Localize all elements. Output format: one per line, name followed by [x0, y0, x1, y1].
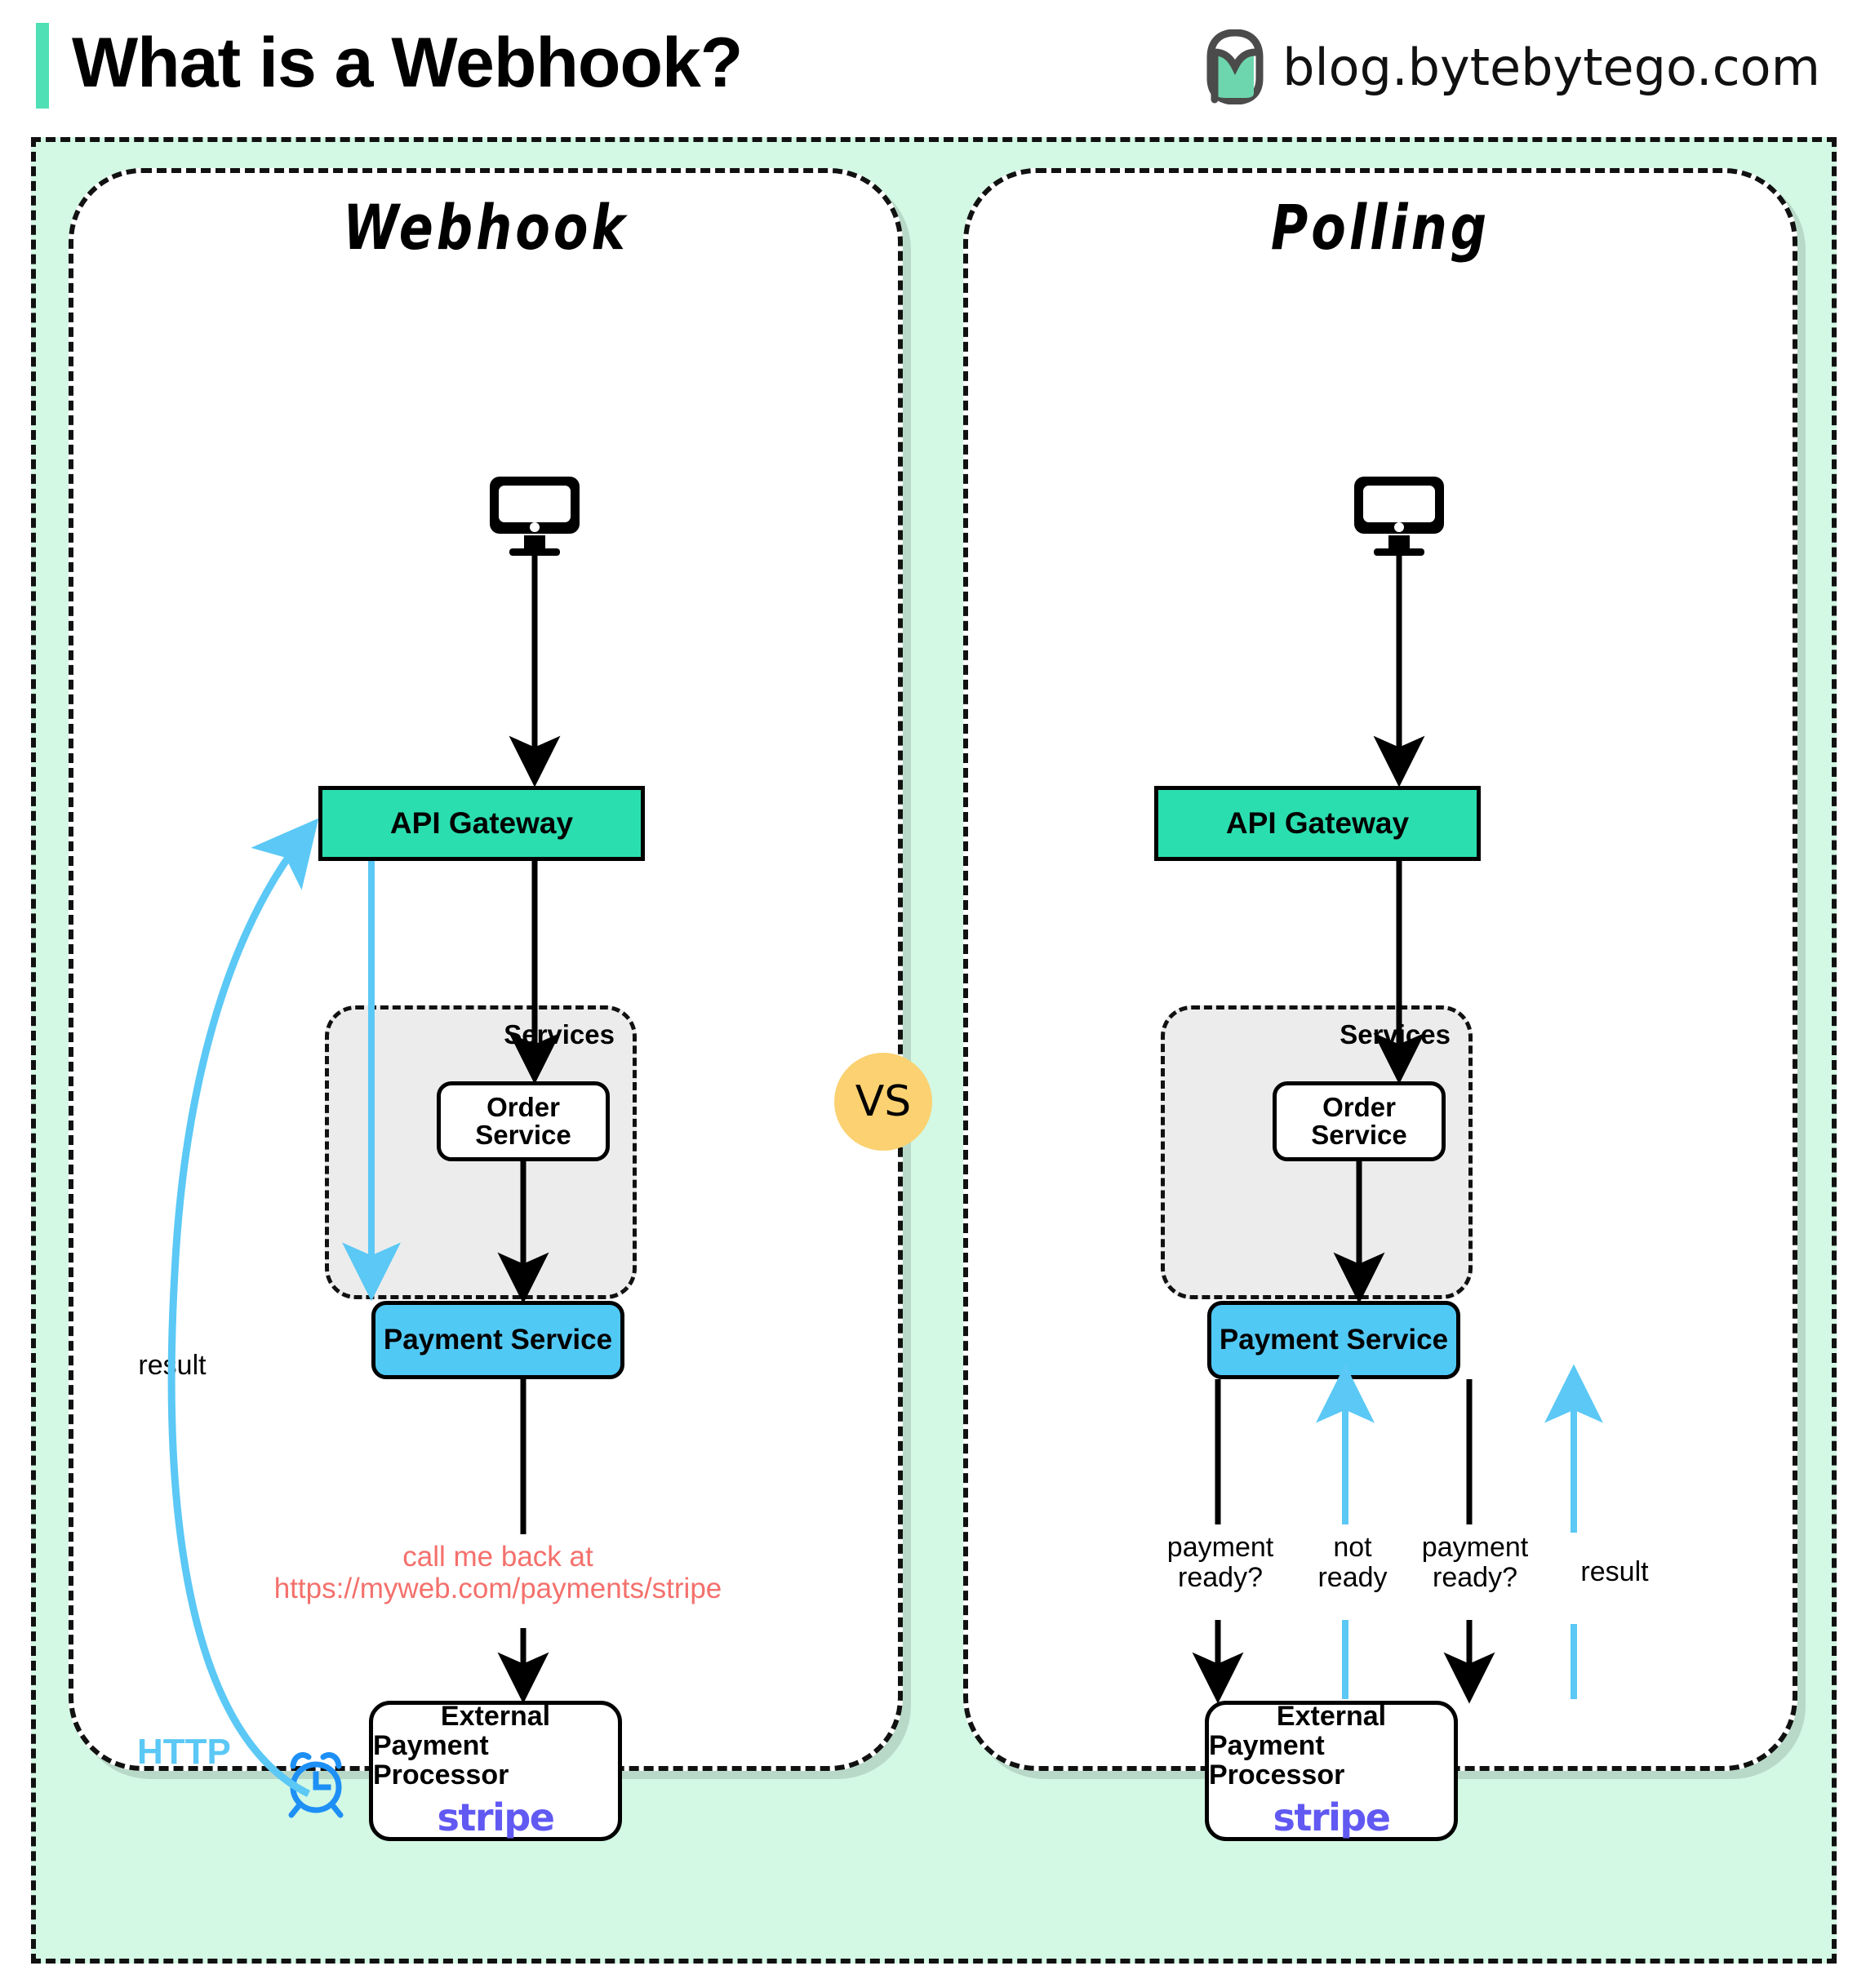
vs-badge: VS: [834, 1053, 932, 1151]
order-service-line1: Order: [1322, 1092, 1396, 1123]
callback-annotation: call me back at https://myweb.com/paymen…: [269, 1541, 726, 1604]
order-service-line2: Service: [1311, 1120, 1407, 1150]
order-service-polling: Order Service: [1273, 1081, 1446, 1161]
order-service-line2: Service: [475, 1120, 571, 1150]
panel-title-polling: Polling: [1270, 191, 1491, 264]
desktop-monitor-icon: [486, 473, 583, 561]
http-label: HTTP: [137, 1732, 231, 1772]
poll-result-label: result: [1580, 1556, 1649, 1587]
desktop-monitor-icon: [1351, 473, 1447, 561]
poll-request-2-line2: ready?: [1433, 1561, 1517, 1593]
result-label-webhook: result: [138, 1350, 207, 1381]
order-service-line1: Order: [486, 1092, 560, 1123]
panel-polling: Polling: [963, 168, 1797, 1771]
services-label: Services: [504, 1019, 615, 1049]
vs-label: VS: [855, 1077, 912, 1126]
poll-reply-1-line2: ready: [1317, 1561, 1388, 1593]
callback-line2: https://myweb.com/payments/stripe: [273, 1573, 722, 1605]
poll-request-1-label: payment ready?: [1143, 1533, 1298, 1592]
stripe-logo: stripe: [1273, 1795, 1391, 1839]
poll-reply-1-label: not ready: [1300, 1533, 1406, 1592]
services-label: Services: [1340, 1019, 1451, 1049]
poll-request-2-label: payment ready?: [1397, 1533, 1553, 1592]
api-gateway-label: API Gateway: [1225, 806, 1410, 840]
title-accent-bar: [36, 23, 49, 109]
alarm-clock-icon: [284, 1748, 348, 1822]
poll-request-2-line1: payment: [1421, 1532, 1529, 1563]
payment-service-label: Payment Service: [1219, 1324, 1449, 1356]
payment-service-polling: Payment Service: [1207, 1301, 1460, 1379]
order-service-webhook: Order Service: [437, 1081, 610, 1161]
callback-line1: call me back at: [402, 1541, 593, 1573]
brand-block: blog.bytebytego.com: [1206, 26, 1820, 108]
payment-service-label: Payment Service: [383, 1324, 613, 1356]
poll-reply-1-line1: not: [1333, 1532, 1372, 1563]
external-payment-processor-webhook: External Payment Processor stripe: [369, 1701, 622, 1841]
poll-request-1-line2: ready?: [1178, 1561, 1263, 1593]
poll-request-1-line1: payment: [1166, 1532, 1274, 1563]
brand-url: blog.bytebytego.com: [1282, 37, 1820, 97]
external-line1: External: [1276, 1701, 1387, 1733]
payment-service-webhook: Payment Service: [371, 1301, 624, 1379]
external-line1: External: [440, 1701, 551, 1733]
bytebytego-logo-icon: [1206, 29, 1264, 105]
api-gateway-webhook: API Gateway: [318, 786, 645, 861]
page-header: What is a Webhook? blog.bytebytego.com: [0, 0, 1866, 139]
panel-webhook: Webhook: [69, 168, 903, 1771]
stripe-logo: stripe: [437, 1795, 555, 1839]
api-gateway-label: API Gateway: [389, 806, 574, 840]
page-title: What is a Webhook?: [72, 24, 743, 102]
external-line2: Payment Processor: [1209, 1730, 1345, 1791]
api-gateway-polling: API Gateway: [1154, 786, 1481, 861]
external-line2: Payment Processor: [373, 1730, 509, 1791]
external-payment-processor-polling: External Payment Processor stripe: [1205, 1701, 1458, 1841]
panel-title-webhook: Webhook: [343, 191, 629, 264]
